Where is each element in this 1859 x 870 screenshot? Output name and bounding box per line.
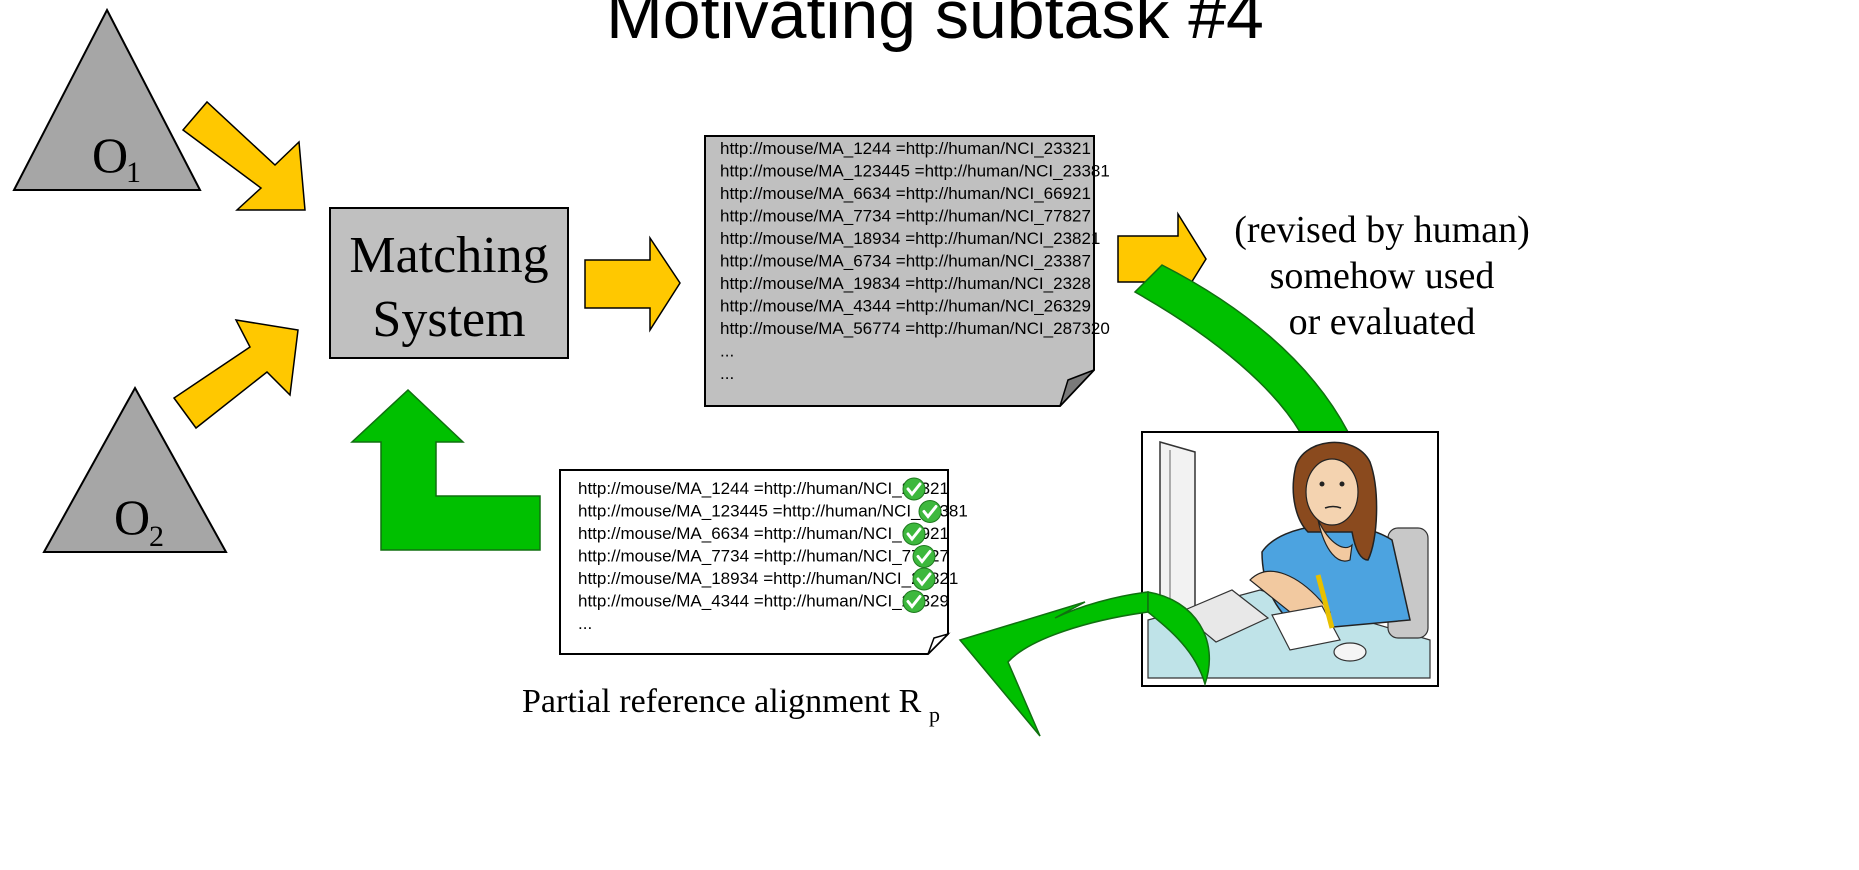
matching-system-line1: Matching (349, 227, 548, 284)
alignment-line-2: http://mouse/MA_6634 =http://human/NCI_6… (720, 184, 1091, 203)
revised-line2: somehow used (1270, 255, 1495, 297)
ontology-o1: O 1 (12, 7, 202, 191)
check-icon (912, 545, 936, 568)
revised-line3: or evaluated (1289, 301, 1476, 343)
alignment-line-1: http://mouse/MA_123445 =http://human/NCI… (720, 162, 1110, 181)
partial-line-2: http://mouse/MA_6634 =http://human/NCI_6… (578, 524, 949, 543)
person-at-desk-icon (1147, 441, 1431, 679)
partial-alignment-caption: Partial reference alignment R p (522, 683, 940, 727)
arrow-human-to-partial (958, 591, 1210, 737)
partial-line-5: http://mouse/MA_4344 =http://human/NCI_2… (578, 592, 949, 611)
matching-system-line2: System (372, 291, 525, 348)
alignment-document: http://mouse/MA_1244 =http://human/NCI_2… (704, 135, 1110, 407)
check-icon (918, 500, 942, 523)
alignment-line-6: http://mouse/MA_19834 =http://human/NCI_… (720, 274, 1091, 293)
ontology-o1-label: O (92, 127, 128, 183)
ontology-o2-label: O (114, 489, 150, 545)
alignment-line-0: http://mouse/MA_1244 =http://human/NCI_2… (720, 139, 1091, 158)
alignment-line-10: ... (720, 364, 734, 383)
alignment-line-3: http://mouse/MA_7734 =http://human/NCI_7… (720, 207, 1091, 226)
partial-caption-text: Partial reference alignment R (522, 683, 922, 720)
check-icon (912, 567, 936, 591)
alignment-line-7: http://mouse/MA_4344 =http://human/NCI_2… (720, 297, 1091, 316)
alignment-line-5: http://mouse/MA_6734 =http://human/NCI_2… (720, 252, 1091, 271)
partial-caption-subscript: p (929, 702, 940, 727)
alignment-line-8: http://mouse/MA_56774 =http://human/NCI_… (720, 319, 1110, 338)
arrow-feedback-to-matcher (350, 388, 541, 551)
arrow-o1-to-matcher (181, 100, 306, 211)
partial-lines: http://mouse/MA_1244 =http://human/NCI_2… (578, 477, 968, 633)
page-title: Motivating subtask #4 (606, 0, 1264, 53)
alignment-lines: http://mouse/MA_1244 =http://human/NCI_2… (720, 139, 1110, 383)
revised-caption: (revised by human) somehow used or evalu… (1234, 209, 1529, 343)
ontology-o2-subscript: 2 (149, 520, 164, 553)
alignment-line-4: http://mouse/MA_18934 =http://human/NCI_… (720, 229, 1100, 248)
human-reviewer (1141, 431, 1439, 687)
check-icon (902, 477, 926, 501)
partial-line-3: http://mouse/MA_7734 =http://human/NCI_7… (578, 547, 949, 566)
check-icon (902, 522, 926, 546)
partial-line-0: http://mouse/MA_1244 =http://human/NCI_2… (578, 479, 949, 498)
revised-line1: (revised by human) (1234, 209, 1529, 251)
arrow-o2-to-matcher (172, 319, 299, 430)
partial-alignment-document: http://mouse/MA_1244 =http://human/NCI_2… (559, 469, 968, 655)
check-icon (902, 590, 926, 613)
matching-system-box: Matching System (329, 207, 569, 359)
ontology-o2: O 2 (42, 385, 228, 553)
arrow-matcher-to-alignment (584, 235, 681, 333)
alignment-line-9: ... (720, 342, 734, 361)
partial-line-1: http://mouse/MA_123445 =http://human/NCI… (578, 502, 968, 521)
partial-line-6: ... (578, 614, 592, 633)
ontology-o1-subscript: 1 (126, 156, 141, 189)
partial-line-4: http://mouse/MA_18934 =http://human/NCI_… (578, 569, 958, 588)
